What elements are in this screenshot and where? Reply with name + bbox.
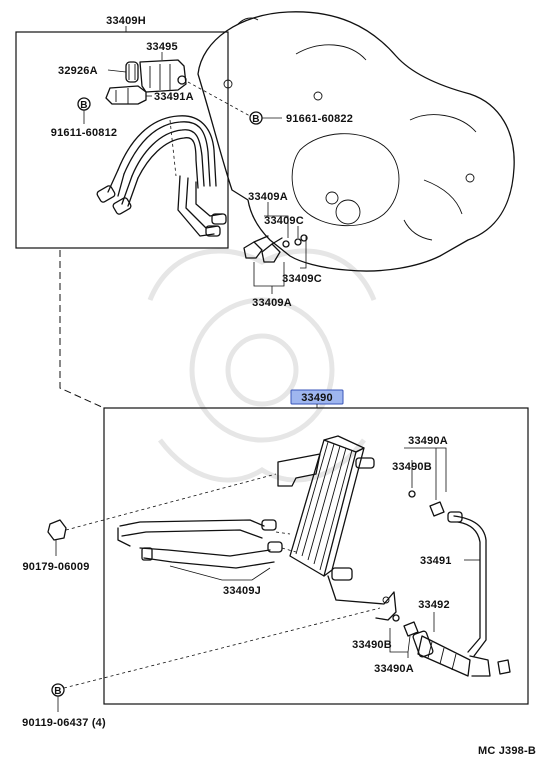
label-91661-60822: 91661-60822 [286, 113, 353, 125]
label-90119-06437: 90119-06437 (4) [22, 717, 106, 729]
bolt-91611-60812: B [77, 97, 91, 124]
bolt-marker-b: B [54, 686, 61, 697]
label-91611-60812: 91611-60812 [51, 127, 117, 139]
cooler-assembly-box [103, 389, 529, 705]
bolt-90119-06437: B [51, 607, 381, 712]
fittings-33490-bottom [389, 614, 419, 658]
fittings-33490-top [404, 447, 447, 517]
assembly-leader-dashed [59, 250, 105, 409]
label-33409C-bottom: 33409C [282, 273, 322, 285]
diagram-code: MC J398-B [478, 745, 536, 757]
label-33409J: 33409J [223, 585, 261, 597]
label-33492: 33492 [418, 599, 450, 611]
part-labels: 33409H 33495 32926A 33491A 91611-60812 9… [22, 15, 536, 757]
hose-assembly-box [15, 26, 229, 249]
label-33490: 33490 [301, 392, 333, 404]
label-33409A-top: 33409A [248, 191, 288, 203]
label-90179-06009: 90179-06009 [22, 561, 89, 573]
label-33490B-bottom: 33490B [352, 639, 392, 651]
label-33490A-bottom: 33490A [374, 663, 414, 675]
cooler-pipes-33409J [117, 519, 297, 581]
label-33491A: 33491A [154, 91, 194, 103]
bolt-marker-b: B [80, 100, 87, 111]
nut-90179-06009 [47, 473, 277, 556]
label-33491: 33491 [420, 555, 452, 567]
clamp-33491A [105, 85, 152, 105]
oil-line-33491 [447, 511, 487, 657]
label-33490B-top: 33490B [392, 461, 432, 473]
label-33495: 33495 [146, 41, 178, 53]
fittings-cluster [243, 202, 308, 294]
transmission-housing [197, 11, 515, 272]
label-33490A-top: 33490A [408, 435, 448, 447]
bolt-91661-60822: B [187, 81, 282, 125]
oil-cooler-core [277, 435, 397, 621]
bolt-marker-b: B [252, 114, 259, 125]
label-33409C-top: 33409C [264, 215, 304, 227]
cushion-32926A [107, 61, 139, 83]
label-33409A-bottom: 33409A [252, 297, 292, 309]
oil-cooler-hoses-top [96, 115, 227, 237]
label-32926A: 32926A [58, 65, 98, 77]
clamp-bracket-33495 [139, 52, 187, 93]
hose-33492 [412, 612, 511, 677]
label-33409H: 33409H [106, 15, 146, 27]
